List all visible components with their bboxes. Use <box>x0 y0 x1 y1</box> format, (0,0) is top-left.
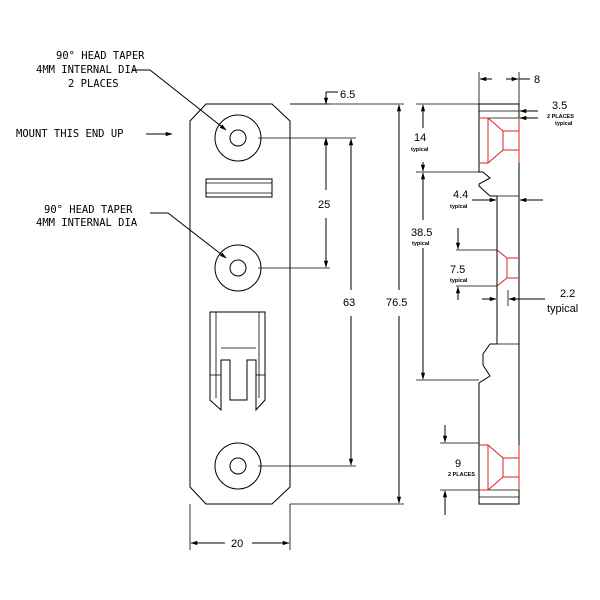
dim-taper: 3.5 <box>552 100 567 112</box>
dim-spacing-2: 63 <box>343 297 355 309</box>
side-dimensions: 8 3.5 2 PLACES typical 14 typical 38.5 t… <box>411 72 578 515</box>
middle-taper-callout: 90° HEAD TAPER 4MM INTERNAL DIA <box>36 204 227 259</box>
taper-top-line2: 4MM INTERNAL DIA <box>36 64 138 76</box>
dim-notch: 4.4 <box>453 189 468 201</box>
dim-bump-note: typical <box>450 278 468 284</box>
latch-feature <box>209 311 266 412</box>
dim-bottom: 9 <box>455 458 461 470</box>
dim-length: 76.5 <box>386 297 407 309</box>
dim-top-note: typical <box>411 147 429 153</box>
dim-middle-note: typical <box>412 241 430 247</box>
taper-top-line3: 2 PLACES <box>68 78 119 90</box>
dim-thickness: 8 <box>534 74 540 86</box>
top-taper-callout: 90° HEAD TAPER 4MM INTERNAL DIA 2 PLACES <box>36 50 227 131</box>
taper-mid-line1: 90° HEAD TAPER <box>44 204 133 216</box>
dim-top-offset: 6.5 <box>340 89 355 101</box>
middle-hole <box>214 244 262 292</box>
dim-width: 20 <box>231 538 243 550</box>
top-countersink <box>479 117 520 164</box>
taper-top-line1: 90° HEAD TAPER <box>56 50 145 62</box>
mount-callout: MOUNT THIS END UP <box>16 128 173 140</box>
taper-mid-line2: 4MM INTERNAL DIA <box>36 217 138 229</box>
upper-slot <box>205 178 273 198</box>
dim-taper-note2: typical <box>555 121 573 127</box>
dim-notch-note: typical <box>450 204 468 210</box>
side-outline <box>478 103 520 505</box>
dim-top: 14 <box>414 132 426 144</box>
dim-bottom-note: 2 PLACES <box>448 472 475 478</box>
top-hole <box>214 114 262 162</box>
middle-countersink <box>496 249 519 287</box>
dim-depth-note: typical <box>547 303 578 315</box>
dim-spacing-1: 25 <box>318 199 330 211</box>
front-dimensions: 6.5 25 63 76.5 20 <box>189 89 407 550</box>
dim-middle: 38.5 <box>411 227 432 239</box>
dim-depth: 2.2 <box>560 288 575 300</box>
front-view <box>189 103 291 505</box>
bottom-hole <box>214 442 262 490</box>
dim-bump: 7.5 <box>450 264 465 276</box>
bottom-countersink <box>479 444 520 491</box>
side-view <box>478 103 520 505</box>
dim-taper-note: 2 PLACES <box>547 114 574 120</box>
front-outline <box>189 103 291 505</box>
mount-label: MOUNT THIS END UP <box>16 128 123 140</box>
